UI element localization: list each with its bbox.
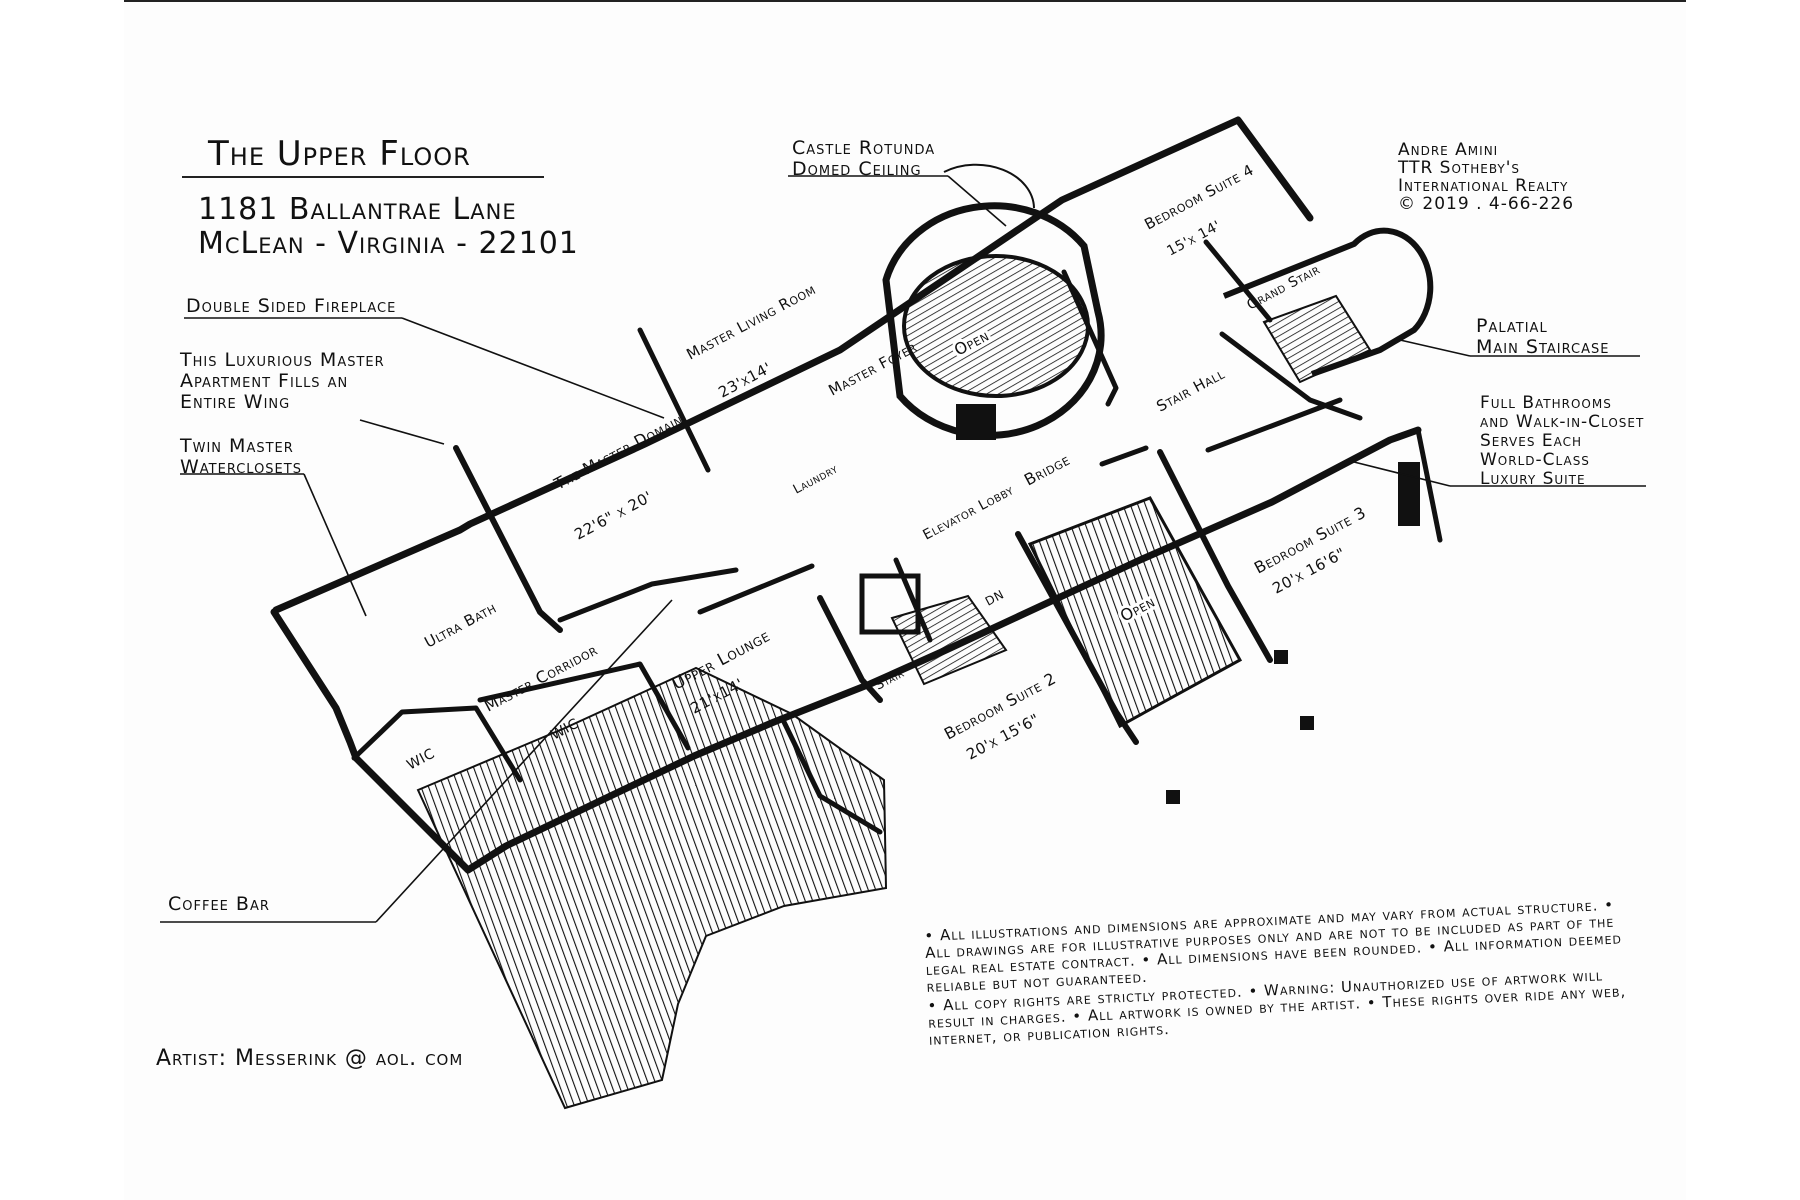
address-street: 1181 Ballantrae Lane <box>198 192 517 227</box>
callout-waterclosets-line2: Waterclosets <box>180 456 302 478</box>
agent-name: Andre Amini <box>1398 140 1499 160</box>
callout-rotunda-line1: Castle Rotunda <box>792 137 936 159</box>
room-bedroom-4: Bedroom Suite 4 <box>1141 161 1256 234</box>
room-ultra-bath: Ultra Bath <box>421 599 499 652</box>
callout-fireplace: Double Sided Fireplace <box>186 295 397 317</box>
agent-credit: Andre Amini TTR Sotheby's International … <box>1398 141 1574 213</box>
terrace-deck <box>416 666 888 1110</box>
building-walls <box>270 116 1443 874</box>
agent-copyright: © 2019 . 4-66-226 <box>1398 194 1575 214</box>
callout-apartment-line3: Entire Wing <box>180 391 291 413</box>
room-master-domain-dim: 22'6" x 20' <box>571 488 655 544</box>
callout-suites-line4: World-Class <box>1480 450 1590 470</box>
room-bridge: Bridge <box>1021 450 1073 490</box>
address-city: McLean - Virginia - 22101 <box>198 226 579 261</box>
callout-apartment-line2: Apartment Fills an <box>180 370 349 392</box>
title-underline <box>182 176 544 178</box>
grand-stair <box>1222 227 1434 384</box>
rotunda <box>882 163 1105 440</box>
artist-credit: Artist: Messerink @ aol. com <box>156 1046 464 1071</box>
callout-staircase-line2: Main Staircase <box>1476 336 1610 358</box>
room-stair: Stair <box>873 666 907 694</box>
room-labels: The Master Domain 22'6" x 20' Master Liv… <box>404 161 1369 774</box>
elevator-stair <box>859 573 1008 686</box>
agent-brokerage-1: TTR Sotheby's <box>1398 158 1521 178</box>
callout-waterclosets: Twin Master Waterclosets <box>180 436 302 478</box>
callout-suites: Full Bathrooms and Walk-in-Closet Serves… <box>1480 394 1644 489</box>
room-elevator-lobby: Elevator Lobby <box>920 482 1016 543</box>
callout-suites-line5: Luxury Suite <box>1480 469 1586 489</box>
room-wic-1: WIC <box>404 746 437 774</box>
callout-rotunda: Castle Rotunda Domed Ceiling <box>792 138 935 180</box>
room-stair-hall: Stair Hall <box>1153 364 1228 415</box>
callout-waterclosets-line1: Twin Master <box>180 435 294 457</box>
agent-brokerage-2: International Realty <box>1398 176 1569 196</box>
room-dn: DN <box>983 587 1007 608</box>
drawing-sheet <box>124 0 1686 1200</box>
callout-coffee-bar: Coffee Bar <box>168 893 270 915</box>
open-atrium <box>1027 496 1243 729</box>
callout-apartment: This Luxurious Master Apartment Fills an… <box>180 350 385 413</box>
callout-staircase: Palatial Main Staircase <box>1476 316 1609 358</box>
callout-rotunda-line2: Domed Ceiling <box>792 158 922 180</box>
room-master-living: Master Living Room <box>683 280 818 363</box>
callout-apartment-line1: This Luxurious Master <box>180 349 385 371</box>
plan-title: The Upper Floor <box>208 134 471 174</box>
callout-suites-line2: and Walk-in-Closet <box>1480 412 1645 432</box>
room-laundry: Laundry <box>791 462 841 498</box>
callout-staircase-line1: Palatial <box>1476 315 1548 337</box>
callout-suites-line1: Full Bathrooms <box>1480 393 1612 413</box>
room-master-domain: The Master Domain <box>550 410 686 494</box>
porch-posts <box>1166 462 1420 804</box>
callout-leaders <box>160 175 1646 923</box>
callout-suites-line3: Serves Each <box>1480 431 1583 451</box>
